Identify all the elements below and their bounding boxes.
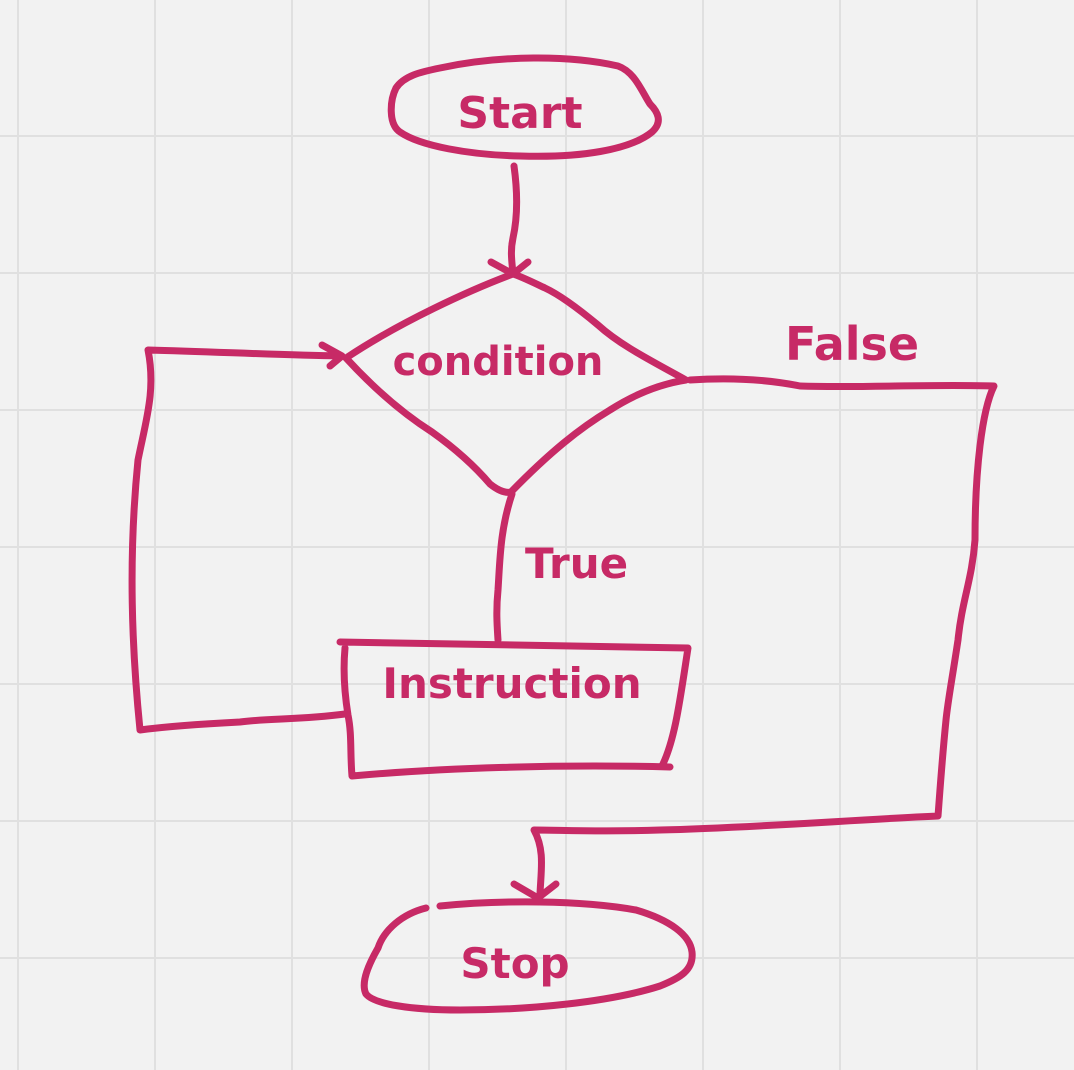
condition-node-shape (342, 270, 690, 496)
edge-condition-to-instruction-line (493, 490, 516, 644)
instruction-node-shape (336, 638, 692, 780)
edge-loop-back-line (128, 346, 349, 734)
instruction-node[interactable]: Instruction (336, 638, 692, 780)
instruction-node-label: Instruction (382, 659, 641, 708)
edge-false-arrowhead (510, 880, 560, 902)
edge-false-label: False (785, 317, 919, 371)
edge-condition-to-instruction: True (493, 490, 628, 644)
stop-node[interactable]: Stop (360, 898, 696, 1014)
start-node-shape (387, 54, 662, 160)
stop-node-shape (360, 898, 696, 1014)
condition-node-label: condition (393, 339, 604, 385)
edge-instruction-to-condition (128, 341, 349, 734)
edge-start-to-condition (487, 162, 532, 278)
start-node[interactable]: Start (387, 54, 662, 160)
edge-start-to-condition-line (507, 162, 521, 278)
condition-node[interactable]: condition (342, 270, 690, 496)
edge-false-line (530, 375, 998, 898)
stop-node-label: Stop (460, 939, 569, 988)
edge-condition-to-stop: False (510, 317, 998, 902)
edge-true-label: True (525, 539, 628, 588)
edge-loop-back-arrowhead (318, 341, 346, 370)
start-node-label: Start (457, 88, 582, 139)
